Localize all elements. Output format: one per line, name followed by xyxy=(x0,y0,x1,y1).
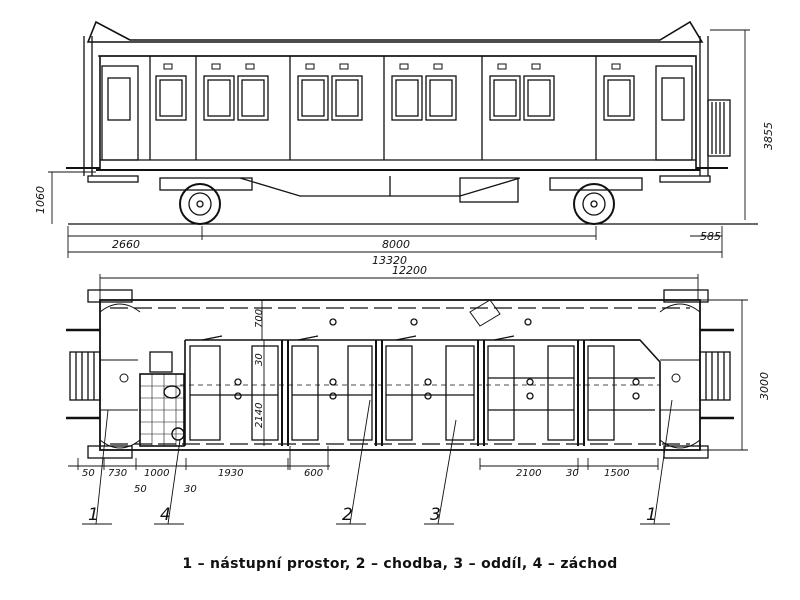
dim-compartment-length: 1930 xyxy=(218,468,243,479)
dim-offset-b: 50 xyxy=(134,484,147,495)
bogie-left xyxy=(159,177,253,225)
legend-caption: 1 – nástupní prostor, 2 – chodba, 3 – od… xyxy=(182,556,618,572)
plan-view xyxy=(66,274,748,525)
dim-height-total: 3855 xyxy=(762,122,775,150)
dim-entrance-length: 730 xyxy=(108,468,127,479)
car-body xyxy=(99,55,697,171)
bogie-right xyxy=(549,177,643,225)
dim-length-body: 12200 xyxy=(392,264,427,277)
callout-numbers: 1 4 2 3 1 xyxy=(88,505,657,525)
dim-axle-offset: 2660 xyxy=(112,238,140,251)
callout-1-left: 1 xyxy=(88,505,99,525)
entrance-vestibules xyxy=(99,303,701,449)
dim-corridor-width: 700 xyxy=(254,309,265,328)
dim-partition-1: 30 xyxy=(254,353,265,366)
dim-toilet-length: 1000 xyxy=(144,468,169,479)
battery-box xyxy=(459,177,519,203)
dim-width: 3000 xyxy=(758,372,771,400)
plan-bellows xyxy=(69,351,731,401)
dim-end-a: 50 xyxy=(82,468,95,479)
end-door-left xyxy=(101,65,139,161)
dim-overhang: 585 xyxy=(700,230,721,243)
dim-height-floor: 1060 xyxy=(34,186,47,214)
dim-partition-2: 30 xyxy=(184,484,197,495)
compartments xyxy=(189,318,655,446)
side-view xyxy=(48,20,758,258)
dim-door-width: 600 xyxy=(304,468,323,479)
callout-1-right: 1 xyxy=(646,505,657,525)
side-windows xyxy=(155,75,635,121)
buffers xyxy=(66,289,734,459)
dim-compartment-length-b: 2100 xyxy=(516,468,541,479)
toilet xyxy=(139,351,185,447)
callout-3: 3 xyxy=(430,505,441,525)
dim-partition-3: 30 xyxy=(566,468,579,479)
callout-leaders xyxy=(82,399,673,525)
dim-length-over-buffers: 13320 xyxy=(372,254,407,267)
callout-2: 2 xyxy=(342,505,353,525)
side-view-dimensions: 3855 1060 2660 8000 585 13320 xyxy=(34,122,775,267)
dim-end-compartment: 1500 xyxy=(604,468,629,479)
dim-wheelbase: 8000 xyxy=(382,238,410,251)
roof xyxy=(86,20,704,43)
dim-compartment-width: 2140 xyxy=(254,403,265,428)
end-door-right xyxy=(655,65,693,161)
underframe-truss xyxy=(239,177,521,197)
plan-view-dimensions: 12200 3000 700 30 2140 50 730 1000 50 30… xyxy=(82,264,771,495)
bellows xyxy=(707,99,731,157)
callout-4: 4 xyxy=(160,505,171,525)
